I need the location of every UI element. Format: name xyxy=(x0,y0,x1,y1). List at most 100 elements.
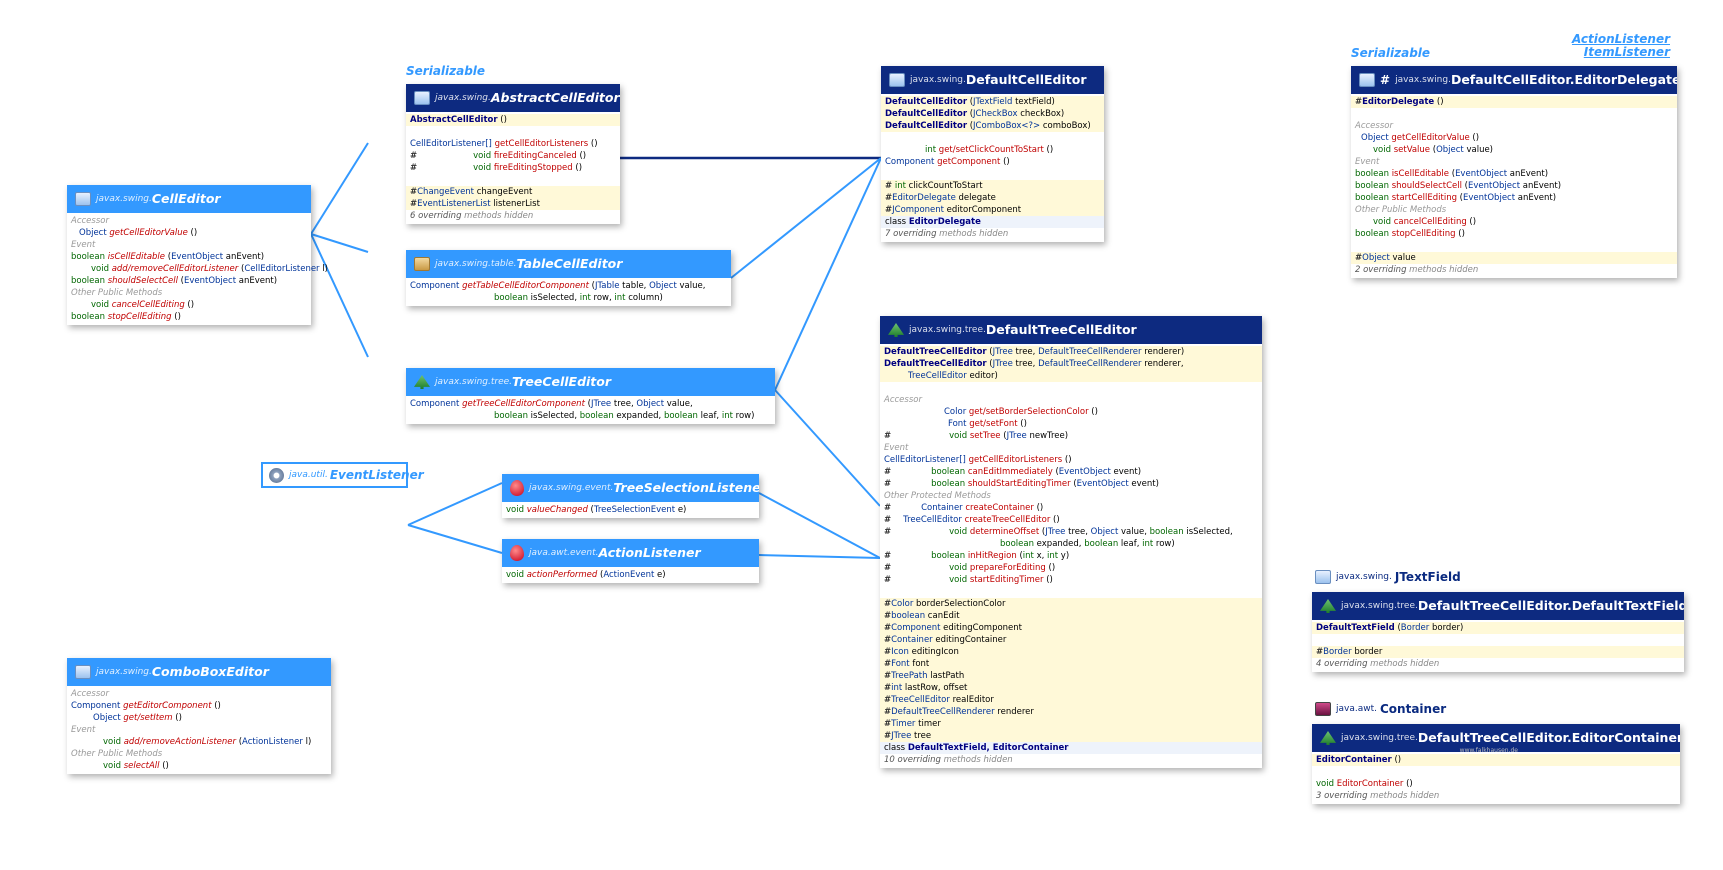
field-row[interactable]: # int clickCountToStart xyxy=(881,180,1104,192)
defaulttextfield-header[interactable]: javax.swing.tree.DefaultTreeCellEditor.D… xyxy=(1312,592,1684,620)
serializable-label-2[interactable]: Serializable xyxy=(1351,46,1431,60)
member-row[interactable]: Component getTableCellEditorComponent (J… xyxy=(410,281,706,291)
member-row[interactable]: #void fireEditingCanceled () xyxy=(410,151,587,161)
listener-links[interactable]: ActionListener ItemListener xyxy=(1560,33,1670,59)
treeselectionlistener-header[interactable]: javax.swing.event.TreeSelectionListener xyxy=(502,474,759,502)
member-row[interactable]: int get/setClickCountToStart () xyxy=(925,145,1054,155)
field-row[interactable]: #int lastRow, offset xyxy=(880,682,1262,694)
item-listener-link[interactable]: ItemListener xyxy=(1583,45,1670,59)
tablecelleditor-header[interactable]: javax.swing.table.TableCellEditor xyxy=(406,250,731,278)
type-name[interactable]: TreeCellEditor xyxy=(512,374,612,389)
type-name[interactable]: ActionListener xyxy=(598,545,701,560)
field-row[interactable]: #ChangeEvent changeEvent xyxy=(406,186,620,198)
type-name[interactable]: DefaultTreeCellEditor xyxy=(985,322,1137,337)
member-row[interactable]: #boolean shouldStartEditingTimer (EventO… xyxy=(884,479,1159,489)
member-row[interactable]: Object getCellEditorValue () xyxy=(79,228,198,238)
member-row[interactable]: boolean shouldSelectCell (EventObject an… xyxy=(71,276,278,286)
member-row[interactable]: #boolean canEditImmediately (EventObject… xyxy=(884,467,1142,477)
type-name[interactable]: TableCellEditor xyxy=(516,256,623,271)
field-row[interactable]: #boolean canEdit xyxy=(880,610,1262,622)
member-row[interactable]: #void startEditingTimer () xyxy=(884,575,1053,585)
serializable-label-1[interactable]: Serializable xyxy=(406,64,486,78)
defaulttreecelleditor-box[interactable]: javax.swing.tree.DefaultTreeCellEditor D… xyxy=(880,316,1262,768)
inner-class-row[interactable]: class EditorDelegate xyxy=(881,216,1104,228)
member-row[interactable]: void EditorContainer () xyxy=(1316,779,1413,789)
celleditor-header[interactable]: javax.swing.CellEditor xyxy=(67,185,311,213)
member-row[interactable]: #boolean inHitRegion (int x, int y) xyxy=(884,551,1070,561)
type-name[interactable]: DefaultCellEditor xyxy=(965,72,1087,87)
tablecelleditor-box[interactable]: javax.swing.table.TableCellEditor Compon… xyxy=(406,250,731,306)
field-row[interactable]: #JComponent editorComponent xyxy=(881,204,1104,216)
type-name[interactable]: DefaultCellEditor.EditorDelegate xyxy=(1450,72,1677,87)
field-row[interactable]: #Container editingContainer xyxy=(880,634,1262,646)
member-row[interactable]: Component getComponent () xyxy=(885,157,1010,167)
defaultcelleditor-box[interactable]: javax.swing.DefaultCellEditor DefaultCel… xyxy=(881,66,1104,242)
type-name[interactable]: EventListener xyxy=(329,468,424,482)
constructor-row[interactable]: DefaultTreeCellEditor (JTree tree, Defau… xyxy=(880,358,1262,370)
field-row[interactable]: #Icon editingIcon xyxy=(880,646,1262,658)
defaultcelleditor-header[interactable]: javax.swing.DefaultCellEditor xyxy=(881,66,1104,94)
editordelegate-box[interactable]: # javax.swing.DefaultCellEditor.EditorDe… xyxy=(1351,66,1677,278)
member-row[interactable]: Object getCellEditorValue () xyxy=(1361,133,1480,143)
eventlistener-box[interactable]: java.util.EventListener xyxy=(261,462,424,488)
member-row[interactable]: Component getTreeCellEditorComponent (JT… xyxy=(410,399,693,409)
treecelleditor-box[interactable]: javax.swing.tree.TreeCellEditor Componen… xyxy=(406,368,775,424)
member-row[interactable]: #void setTree (JTree newTree) xyxy=(884,431,1069,441)
editorcontainer-box[interactable]: javax.swing.tree.DefaultTreeCellEditor.E… xyxy=(1312,724,1680,804)
type-name[interactable]: CellEditor xyxy=(151,191,221,206)
field-row[interactable]: #Timer timer xyxy=(880,718,1262,730)
celleditor-box[interactable]: javax.swing.CellEditor Accessor Object g… xyxy=(67,185,328,325)
editordelegate-header[interactable]: # javax.swing.DefaultCellEditor.EditorDe… xyxy=(1351,66,1677,94)
member-row[interactable]: Font get/setFont () xyxy=(948,419,1027,429)
member-row[interactable]: boolean startCellEditing (EventObject an… xyxy=(1355,193,1557,203)
editorcontainer-header[interactable]: javax.swing.tree.DefaultTreeCellEditor.E… xyxy=(1312,724,1680,752)
member-row[interactable]: boolean stopCellEditing () xyxy=(1355,229,1465,239)
abstractcelleditor-header[interactable]: javax.swing.AbstractCellEditor xyxy=(406,84,620,112)
member-row[interactable]: void add/removeCellEditorListener (CellE… xyxy=(91,264,328,274)
defaulttextfield-box[interactable]: javax.swing.tree.DefaultTreeCellEditor.D… xyxy=(1312,592,1684,672)
type-name[interactable]: Container xyxy=(1379,702,1447,716)
member-row[interactable]: #void determineOffset (JTree tree, Objec… xyxy=(884,527,1233,537)
type-name[interactable]: DefaultTreeCellEditor.EditorContainer xyxy=(1417,730,1680,745)
member-row[interactable]: CellEditorListener[] getCellEditorListen… xyxy=(410,139,598,149)
field-row[interactable]: #Font font xyxy=(880,658,1262,670)
member-row[interactable]: boolean isCellEditable (EventObject anEv… xyxy=(71,252,265,262)
field-row[interactable]: #Border border xyxy=(1312,646,1684,658)
member-row[interactable]: CellEditorListener[] getCellEditorListen… xyxy=(884,455,1072,465)
type-name[interactable]: JTextField xyxy=(1394,570,1461,584)
field-row[interactable]: #TreeCellEditor realEditor xyxy=(880,694,1262,706)
member-row[interactable]: #void prepareForEditing () xyxy=(884,563,1056,573)
member-row[interactable]: Object get/setItem () xyxy=(93,713,182,723)
constructor-row[interactable]: DefaultCellEditor (JComboBox<?> comboBox… xyxy=(881,120,1104,132)
member-row[interactable]: void selectAll () xyxy=(103,761,169,771)
member-row[interactable]: boolean shouldSelectCell (EventObject an… xyxy=(1355,181,1562,191)
member-row[interactable]: #void fireEditingStopped () xyxy=(410,163,583,173)
field-row[interactable]: #JTree tree xyxy=(880,730,1262,742)
action-listener-link[interactable]: ActionListener xyxy=(1571,32,1670,46)
type-name[interactable]: TreeSelectionListener xyxy=(613,480,759,495)
member-row[interactable]: void valueChanged (TreeSelectionEvent e) xyxy=(506,505,687,515)
member-row[interactable]: boolean isCellEditable (EventObject anEv… xyxy=(1355,169,1549,179)
member-row[interactable]: boolean stopCellEditing () xyxy=(71,312,181,322)
constructor-row[interactable]: AbstractCellEditor () xyxy=(406,114,620,126)
member-row[interactable]: void add/removeActionListener (ActionLis… xyxy=(103,737,312,747)
member-row[interactable]: void setValue (Object value) xyxy=(1373,145,1494,155)
field-row[interactable]: #Color borderSelectionColor xyxy=(880,598,1262,610)
field-row[interactable]: #Component editingComponent xyxy=(880,622,1262,634)
type-name[interactable]: AbstractCellEditor xyxy=(490,90,620,105)
defaulttreecelleditor-header[interactable]: javax.swing.tree.DefaultTreeCellEditor xyxy=(880,316,1262,344)
field-row[interactable]: #EditorDelegate delegate xyxy=(881,192,1104,204)
inner-class-row[interactable]: class DefaultTextField, EditorContainer xyxy=(880,742,1262,754)
type-name[interactable]: DefaultTreeCellEditor.DefaultTextField xyxy=(1417,598,1684,613)
field-row[interactable]: #EventListenerList listenerList xyxy=(406,198,620,210)
member-row[interactable]: void cancelCellEditing () xyxy=(1373,217,1477,227)
treeselectionlistener-box[interactable]: javax.swing.event.TreeSelectionListener … xyxy=(502,474,759,518)
member-row[interactable]: #TreeCellEditor createTreeCellEditor () xyxy=(884,515,1060,525)
constructor-row[interactable]: #EditorDelegate () xyxy=(1351,96,1677,108)
field-row[interactable]: #TreePath lastPath xyxy=(880,670,1262,682)
constructor-row[interactable]: DefaultCellEditor (JTextField textField) xyxy=(881,96,1104,108)
constructor-row[interactable]: DefaultTreeCellEditor (JTree tree, Defau… xyxy=(880,346,1262,358)
member-row[interactable]: void actionPerformed (ActionEvent e) xyxy=(506,570,666,580)
actionlistener-box[interactable]: java.awt.event.ActionListener void actio… xyxy=(502,539,759,583)
member-row[interactable]: #Container createContainer () xyxy=(884,503,1044,513)
